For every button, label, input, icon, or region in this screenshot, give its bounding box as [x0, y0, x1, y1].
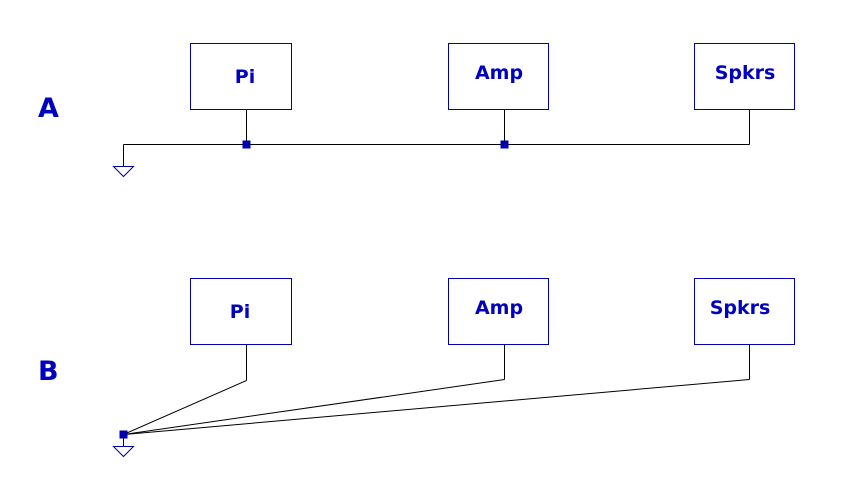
section-a-component-pi-label: Pi — [235, 66, 255, 88]
section-a-component-amp[interactable]: Amp — [448, 43, 549, 110]
section-b-wire-pi-return — [123, 380, 247, 435]
section-a-component-spkrs[interactable]: Spkrs — [694, 43, 795, 110]
section-a: A Pi Amp Spkrs — [38, 43, 795, 178]
section-b: B Pi Amp Spkrs — [38, 278, 795, 458]
section-b-component-spkrs[interactable]: Spkrs — [694, 278, 795, 345]
section-a-ground-icon — [112, 166, 135, 178]
section-b-label: B — [38, 356, 59, 387]
section-a-component-amp-label: Amp — [475, 62, 523, 84]
section-b-wire-spkrs-return — [123, 379, 750, 435]
section-b-component-amp-label: Amp — [475, 297, 523, 319]
section-b-wire-amp-return — [123, 379, 505, 435]
section-a-component-spkrs-label: Spkrs — [715, 62, 776, 84]
section-a-label: A — [38, 93, 59, 124]
section-b-junction-star — [119, 430, 128, 439]
section-a-component-pi[interactable]: Pi — [190, 43, 292, 110]
section-b-component-amp[interactable]: Amp — [448, 278, 549, 345]
section-b-component-pi[interactable]: Pi — [190, 278, 292, 345]
section-b-ground-icon — [112, 446, 135, 458]
section-a-junction-amp — [500, 140, 509, 149]
section-b-component-spkrs-label: Spkrs — [710, 297, 771, 319]
section-b-component-pi-label: Pi — [230, 301, 250, 323]
section-a-junction-pi — [242, 140, 251, 149]
